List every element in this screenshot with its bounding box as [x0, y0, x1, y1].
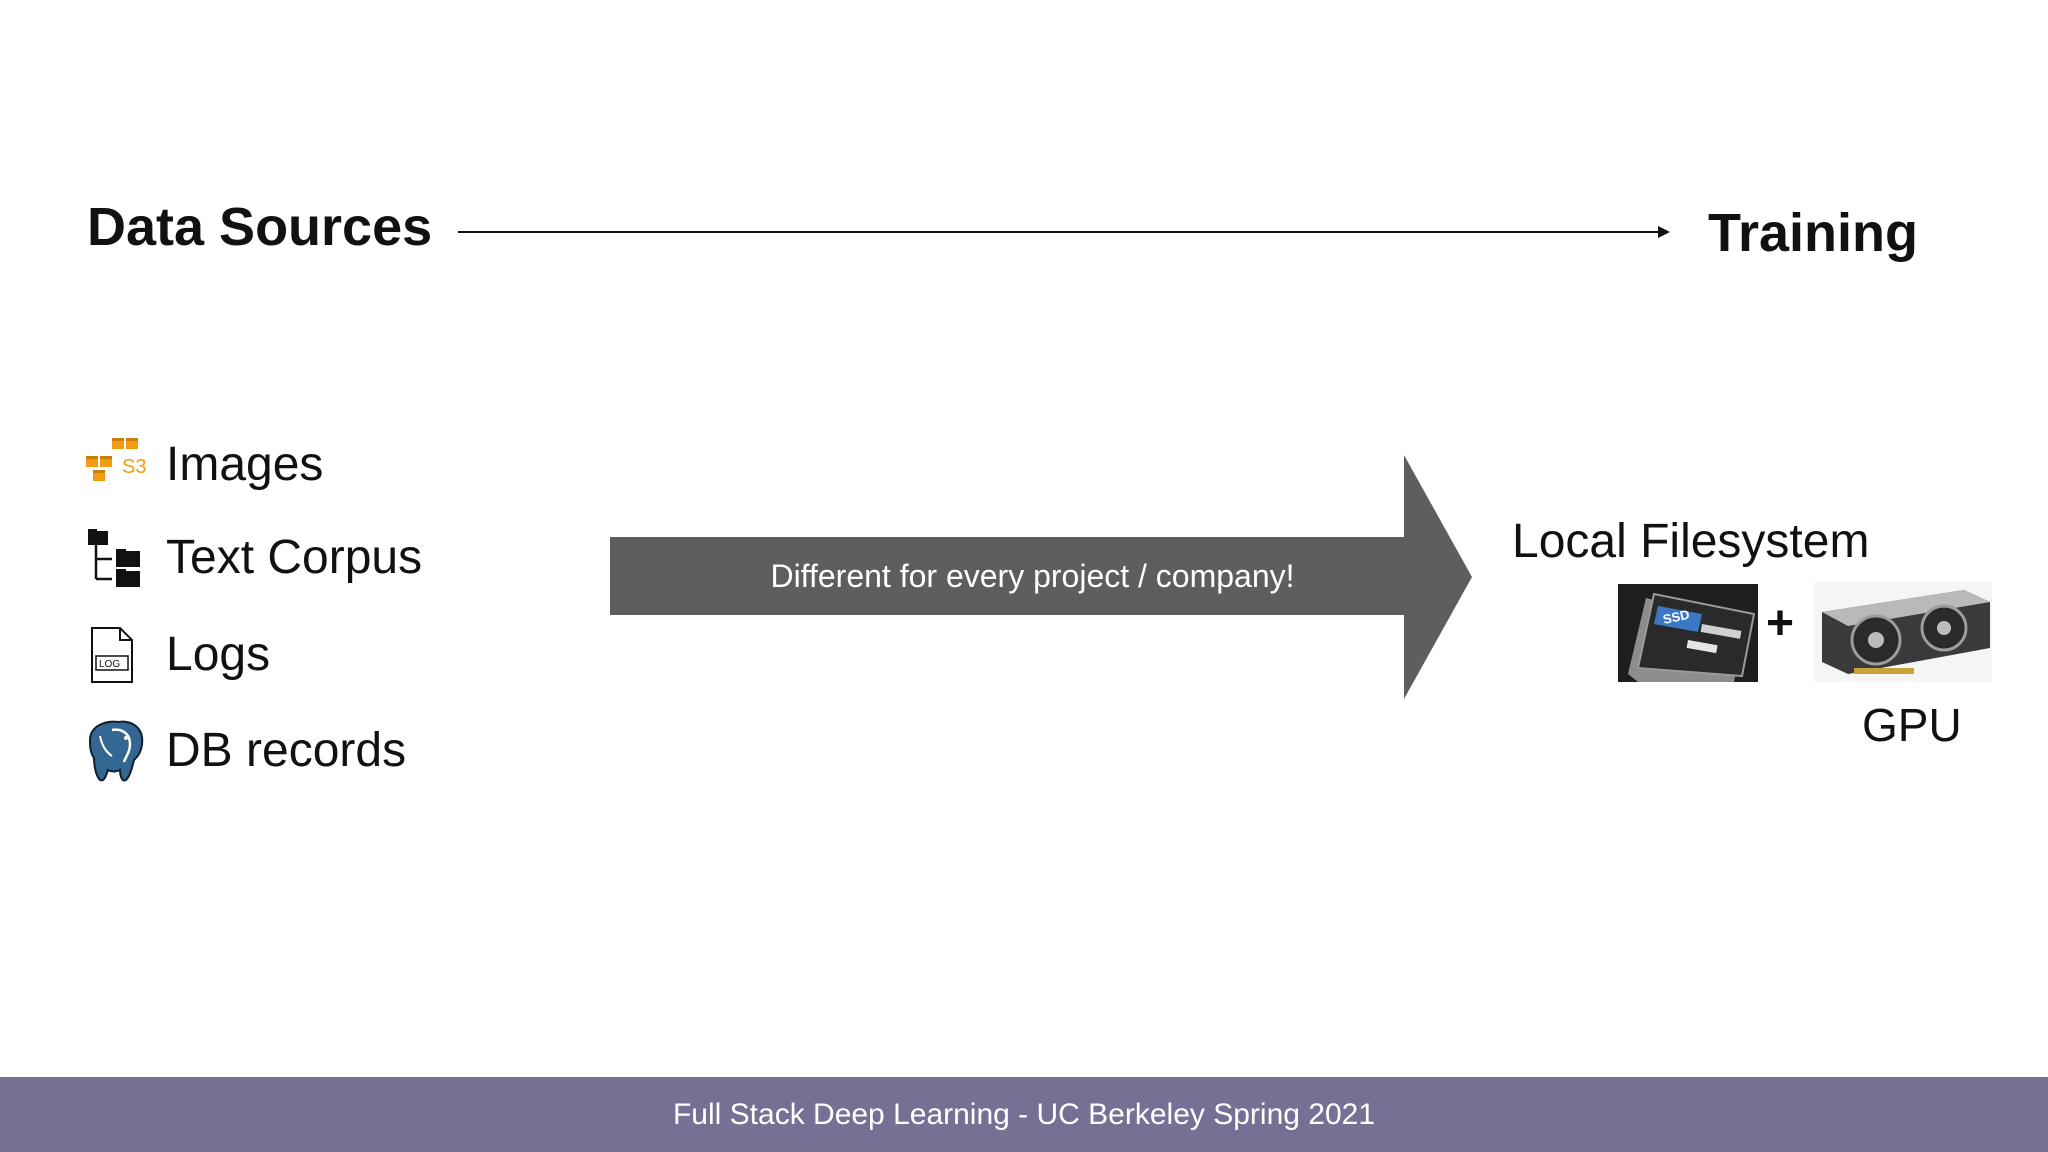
source-label-db-records: DB records [166, 724, 407, 777]
source-label-logs: Logs [166, 628, 271, 681]
training-title: Training [1708, 203, 1919, 263]
folder-tree-icon [88, 529, 140, 587]
footer-bar: Full Stack Deep Learning - UC Berkeley S… [0, 1077, 2048, 1152]
data-sources-title: Data Sources [87, 197, 433, 257]
arrow-label: Different for every project / company! [770, 557, 1295, 594]
source-label-text-corpus: Text Corpus [166, 531, 423, 584]
source-label-images: Images [166, 438, 324, 491]
ssd-drive-image: SSD [1618, 584, 1758, 682]
log-file-icon: LOG [91, 627, 133, 683]
flow-arrow [458, 226, 1670, 238]
source-item-images: S3 Images [82, 430, 323, 500]
svg-text:LOG: LOG [99, 659, 120, 670]
process-arrow [610, 455, 1472, 699]
source-item-text-corpus: Text Corpus [82, 523, 422, 593]
source-item-logs: LOG Logs [82, 620, 270, 690]
postgresql-elephant-icon [88, 720, 144, 782]
local-filesystem-label: Local Filesystem [1512, 515, 1870, 568]
plus-sign: + [1766, 597, 1795, 650]
aws-s3-icon: S3 [86, 438, 146, 481]
gpu-card-image [1814, 582, 1992, 682]
svg-text:S3: S3 [122, 456, 146, 478]
gpu-label: GPU [1862, 699, 1962, 751]
footer-text: Full Stack Deep Learning - UC Berkeley S… [672, 1097, 1376, 1131]
ssd-label-text: SSD [1662, 607, 1691, 627]
source-item-db-records: DB records [82, 716, 406, 786]
